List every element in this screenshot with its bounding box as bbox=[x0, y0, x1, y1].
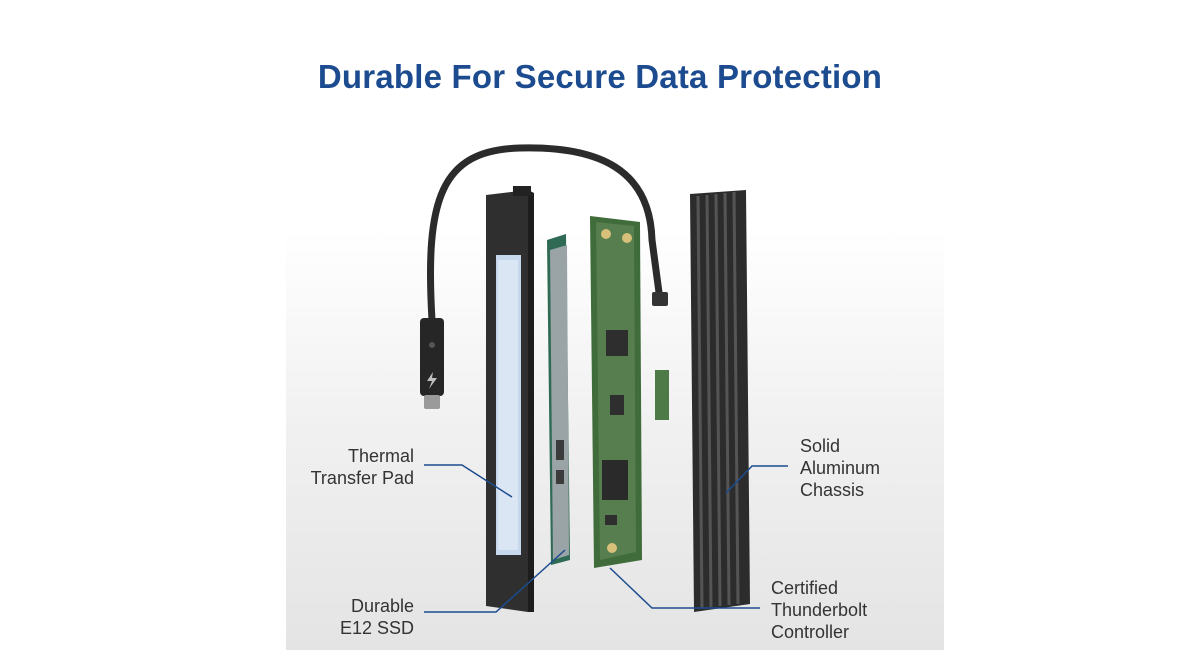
controller-board bbox=[590, 216, 669, 568]
thermal-pad-label: Thermal Transfer Pad bbox=[310, 446, 414, 488]
ssd-callout-line bbox=[424, 549, 566, 613]
page-title: Durable For Secure Data Protection bbox=[317, 58, 883, 95]
aluminum-chassis bbox=[690, 190, 750, 612]
chassis-callout-line bbox=[725, 465, 788, 494]
controller-callout-line bbox=[609, 567, 760, 609]
thunderbolt-icon bbox=[427, 372, 437, 389]
thermal-pad-frame bbox=[486, 186, 534, 612]
thunderbolt-cable bbox=[420, 144, 668, 409]
thermal-pad-callout-line bbox=[424, 464, 513, 498]
chassis-label: Solid Aluminum Chassis bbox=[800, 436, 881, 500]
controller-label: Certified Thunderbolt Controller bbox=[771, 578, 868, 642]
callout-lines bbox=[424, 464, 788, 613]
ssd-label: Durable E12 SSD bbox=[339, 596, 414, 638]
ssd-module bbox=[547, 234, 570, 565]
